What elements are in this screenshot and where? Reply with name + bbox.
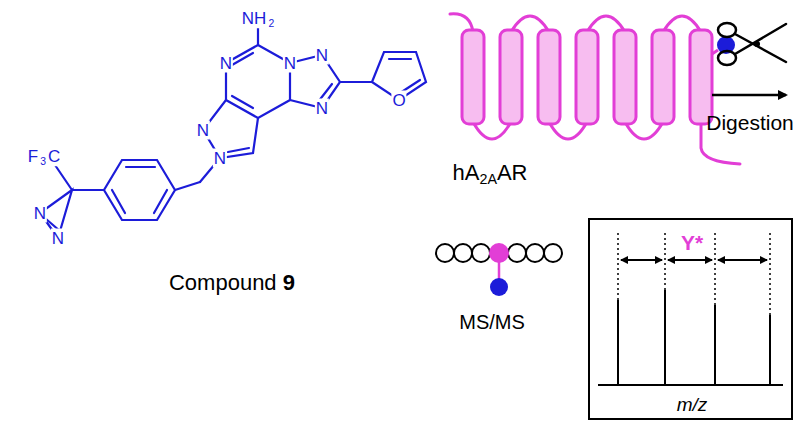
- atom-symbol: C: [47, 147, 61, 166]
- atom-symbol: N: [283, 54, 297, 73]
- atom-symbol: NH: [241, 9, 268, 28]
- molecule: [40, 28, 426, 238]
- atom-label: N: [196, 122, 210, 139]
- interval-label: Y*: [681, 232, 703, 253]
- atom-symbol: N: [33, 204, 47, 223]
- caption-text: 9: [283, 270, 295, 295]
- atom-label: N: [283, 55, 297, 72]
- axis-label: m/z: [677, 395, 708, 414]
- scissors-icon: [718, 23, 786, 65]
- amine-label: NH2: [241, 10, 275, 30]
- receptor-label: hA2AAR: [453, 162, 528, 187]
- atom-label: N: [219, 55, 233, 72]
- caption-text: Digestion: [706, 111, 794, 134]
- atom-label: N: [315, 47, 329, 64]
- atom-label: N: [315, 100, 329, 117]
- atom-symbol: N: [315, 46, 329, 65]
- caption-text: hA: [453, 160, 480, 185]
- ligand-dot: [490, 278, 508, 296]
- atom-label: N: [51, 230, 65, 247]
- atom-symbol: 2: [267, 18, 275, 29]
- method-label: MS/MS: [459, 312, 525, 332]
- spectrum-plot: [598, 230, 783, 385]
- atom-symbol: N: [51, 229, 65, 248]
- receptor: [450, 14, 740, 164]
- caption-text: 2A: [479, 171, 497, 187]
- peptide-beads: [436, 244, 562, 262]
- bead-link: [498, 262, 501, 279]
- atom-label: N: [213, 150, 227, 167]
- spectrum-box: Y* m/z: [588, 218, 793, 420]
- atom-symbol: F: [27, 147, 39, 166]
- atom-symbol: O: [391, 91, 406, 110]
- ligand-link: [712, 50, 718, 54]
- atom-symbol: N: [196, 121, 210, 140]
- atom-symbol: N: [213, 149, 227, 168]
- compound-label: Compound9: [169, 272, 295, 294]
- atom-label: N: [33, 205, 47, 222]
- atom-label: O: [391, 92, 406, 109]
- cf3-label: F3C: [27, 148, 61, 168]
- digestion-arrow: [712, 94, 786, 97]
- caption-text: Compound: [169, 270, 277, 295]
- atom-symbol: N: [219, 54, 233, 73]
- step-label: Digestion: [706, 112, 794, 133]
- caption-text: MS/MS: [459, 311, 525, 333]
- caption-text: AR: [497, 160, 528, 185]
- atom-symbol: 3: [39, 156, 47, 167]
- atom-symbol: N: [315, 99, 329, 118]
